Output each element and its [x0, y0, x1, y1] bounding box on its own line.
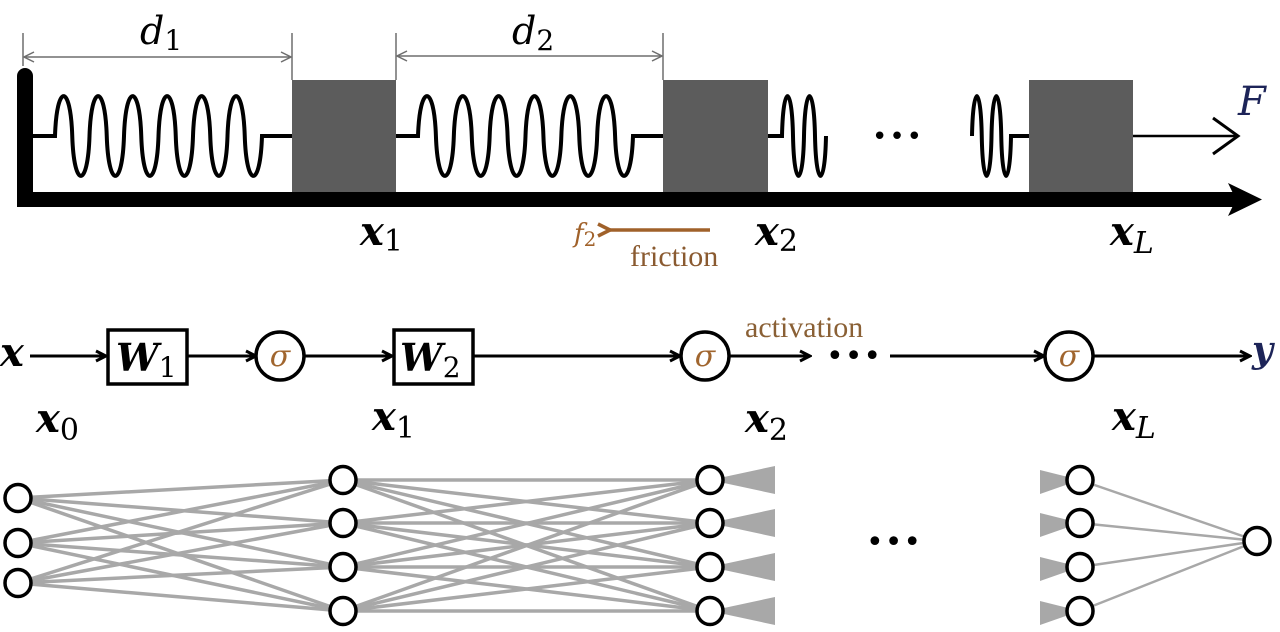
connection-edge: [17, 581, 344, 613]
input-x-label: x: [0, 329, 25, 376]
spring-ellipsis: •••: [872, 122, 924, 152]
incoming-connection-stub: [1040, 557, 1080, 581]
sigma-label-L: σ: [1059, 339, 1081, 374]
neuron-node: [695, 595, 725, 627]
state-label-xL: xL: [1111, 393, 1156, 446]
output-neuron: [1242, 525, 1272, 557]
outgoing-connection-stub: [710, 466, 775, 494]
incoming-connection-stub: [1040, 601, 1080, 625]
neuron-node: [1065, 595, 1095, 627]
spring-L-partial: [970, 94, 1029, 178]
position-label-xL: xL: [1109, 208, 1154, 261]
weight-label-W2: W2: [400, 335, 461, 384]
force-arrowhead-icon: [1212, 116, 1241, 156]
neuron-node: [3, 527, 33, 559]
connection-edge: [342, 478, 711, 613]
neuron-node: [1065, 507, 1095, 539]
dimension-d1: d1: [22, 9, 293, 80]
state-label-x1: x1: [371, 393, 415, 446]
connection-edge: [17, 478, 344, 545]
network-connections: [17, 478, 1258, 613]
connection-edge: [17, 478, 344, 500]
neuron-node: [3, 567, 33, 599]
friction-label: friction: [630, 240, 718, 273]
flow-ellipsis: •••: [826, 339, 882, 374]
connection-edge: [342, 521, 711, 613]
neuron-node: [1065, 464, 1095, 496]
connection-edge: [17, 541, 344, 569]
network-partial-connections: [710, 466, 1080, 625]
dimension-d2: d2: [395, 9, 664, 80]
outgoing-connection-stub: [710, 597, 775, 625]
network-nodes: [3, 464, 1272, 627]
weight-box-W1: [106, 328, 189, 386]
position-label-x1: x1: [359, 208, 403, 259]
state-label-x0: x0: [35, 395, 79, 448]
connection-edge: [342, 565, 711, 613]
neuron-node: [328, 595, 358, 627]
incoming-connection-stub: [1040, 513, 1080, 537]
neuron-node: [328, 551, 358, 583]
dimension-label-d2: d2: [512, 9, 554, 57]
connection-edge: [17, 565, 344, 585]
incoming-connection-stub: [1040, 470, 1080, 494]
spring-1: [33, 94, 292, 178]
dimension-label-d1: d1: [140, 9, 182, 57]
neuron-node: [695, 507, 725, 539]
neuron-node: [328, 507, 358, 539]
friction-annotation: f2 friction: [572, 219, 718, 273]
output-y-label: y: [1251, 329, 1275, 371]
activation-label: activation: [745, 311, 863, 344]
neuron-node: [3, 482, 33, 514]
connection-edge: [1079, 478, 1258, 543]
connection-edge: [342, 478, 711, 569]
weight-box-W2: [392, 328, 475, 386]
neuron-node: [328, 464, 358, 496]
neural-network-graph: •••: [3, 464, 1272, 627]
axis-arrowhead-icon: [1228, 183, 1262, 216]
sigma-label-2: σ: [695, 339, 717, 374]
mass-L: [1029, 80, 1133, 192]
neuron-node: [695, 464, 725, 496]
connection-edge: [17, 478, 344, 585]
neuron-node: [1065, 551, 1095, 583]
neuron-node: [695, 551, 725, 583]
connection-edge: [1079, 539, 1258, 613]
weight-label-W1: W1: [116, 335, 177, 384]
connection-edge: [17, 541, 344, 613]
spring-2: [396, 94, 663, 178]
mass-1: [292, 80, 396, 192]
spring-mass-system: d1 d2 ••• F x1 x2 xL f2 friction: [17, 9, 1267, 273]
outgoing-connection-stub: [710, 553, 775, 581]
network-flow: x W1 σ W2 σ activation ••• σ y x0 x1 x2 …: [0, 311, 1275, 448]
mass-2: [663, 80, 768, 192]
fixed-wall: [17, 68, 33, 206]
force-label: F: [1237, 79, 1267, 125]
base-axis: [17, 192, 1239, 207]
outgoing-connection-stub: [710, 509, 775, 537]
spring-3-partial: [768, 94, 828, 178]
state-label-x2: x2: [744, 395, 788, 448]
graph-ellipsis: •••: [866, 525, 922, 560]
connection-edge: [17, 521, 344, 585]
position-label-x2: x2: [754, 208, 798, 259]
connection-edge: [342, 478, 711, 525]
connection-edge: [1079, 539, 1258, 569]
sigma-label-1: σ: [270, 339, 292, 374]
friction-symbol: f2: [572, 219, 596, 251]
connection-edge: [1079, 521, 1258, 543]
